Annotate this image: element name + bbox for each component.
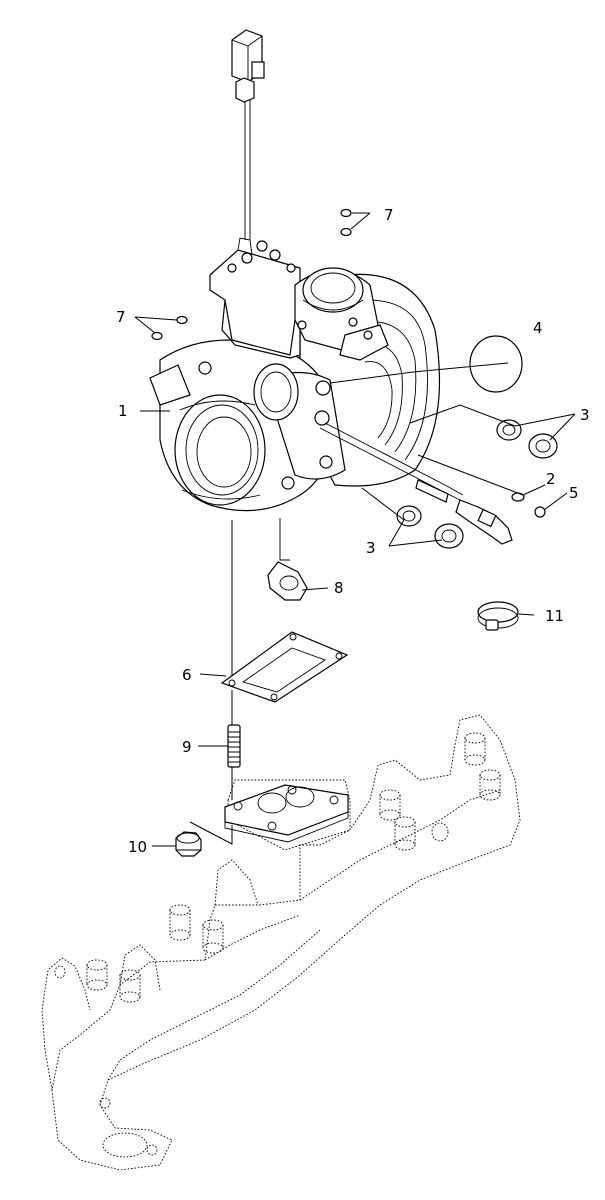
oil-drain-gasket [267, 561, 308, 601]
small-o-ring [534, 506, 546, 518]
callout-2: 2 [546, 470, 556, 488]
callout-6: 6 [182, 666, 192, 684]
o-ring-left-a [151, 331, 163, 341]
actuator-wire-harness [231, 29, 265, 240]
o-ring-top-a [340, 208, 352, 218]
flange-nut [175, 831, 202, 857]
callout-10: 10 [128, 838, 147, 856]
flange-gasket [220, 631, 349, 703]
hose-clamp [477, 601, 519, 631]
leader-lines [134, 212, 576, 847]
callout-1: 1 [118, 402, 128, 420]
callout-3-upper: 3 [580, 406, 590, 424]
stud [227, 724, 241, 768]
exhaust-manifold [41, 714, 521, 1171]
callout-4: 4 [533, 319, 543, 337]
callout-9: 9 [182, 738, 192, 756]
o-ring-top-b [340, 227, 352, 237]
callout-5: 5 [569, 484, 579, 502]
o-ring-left-b [176, 315, 188, 325]
callout-labels: 1 2 3 3 4 5 6 7 7 8 9 10 11 [116, 206, 590, 856]
sealing-washers-upper [496, 419, 558, 459]
callout-7-top: 7 [384, 206, 394, 224]
callout-11: 11 [545, 607, 564, 625]
callout-3-lower: 3 [366, 539, 376, 557]
manifold-outlet-flange [224, 784, 349, 843]
callout-7-left: 7 [116, 308, 126, 326]
exhaust-temperature-sensor [319, 422, 513, 545]
callout-8: 8 [334, 579, 344, 597]
vgt-actuator [209, 237, 389, 361]
turbocharger [149, 273, 441, 561]
